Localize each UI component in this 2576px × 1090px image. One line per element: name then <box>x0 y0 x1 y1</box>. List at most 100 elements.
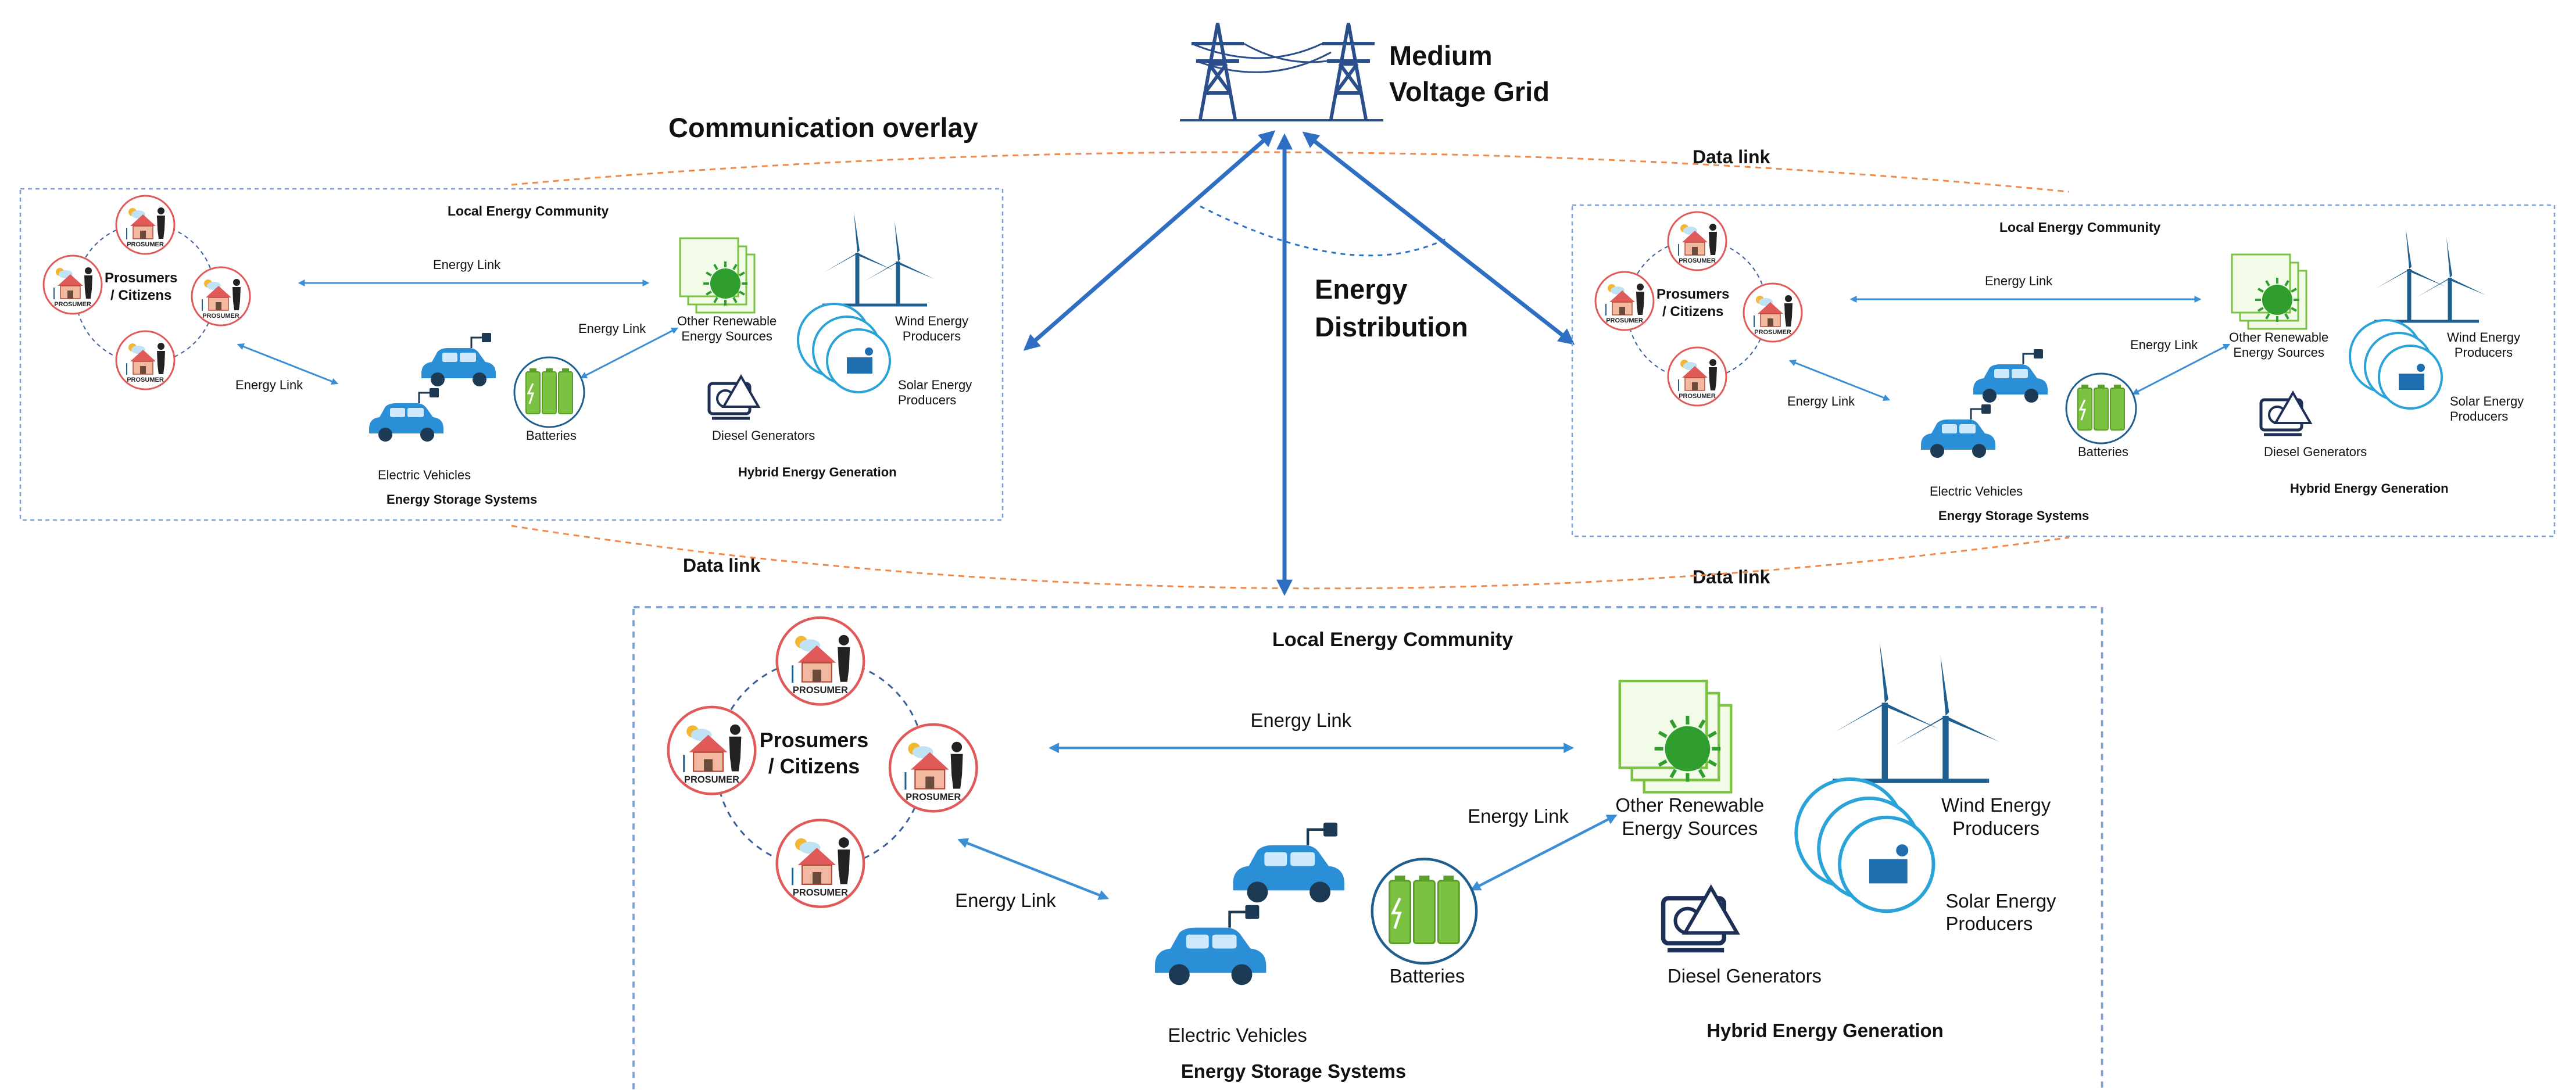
generator-icon <box>707 374 761 420</box>
other-renewable-label: Other Renewable Energy Sources <box>1615 794 1765 839</box>
energy-link-label-top: Energy Link <box>1985 274 2053 288</box>
community-3: PROSUMER PROSUMER PROSUMER PROSUMER <box>632 606 2103 1090</box>
batteries-label: Batteries <box>2078 444 2128 459</box>
hybrid-title: Hybrid Energy Generation <box>2290 481 2449 496</box>
community-border <box>19 188 1004 521</box>
electric-vehicles-label: Electric Vehicles <box>1930 484 2023 499</box>
wind-turbine-icon <box>2416 237 2486 321</box>
car-icon <box>421 333 496 386</box>
energy-link-arrow-left <box>957 838 1110 900</box>
other-renewable-label: Other Renewable Energy Sources <box>2229 330 2329 360</box>
community-title: Local Energy Community <box>1999 220 2161 235</box>
transmission-tower-icon <box>1180 23 1383 121</box>
prosumer-badge: PROSUMER <box>684 775 739 785</box>
electric-vehicles-label: Electric Vehicles <box>1168 1024 1307 1046</box>
energy-link-label-right: Energy Link <box>2130 338 2198 352</box>
prosumer-house-icon: PROSUMER <box>1594 271 1655 331</box>
electric-vehicles-label: Electric Vehicles <box>378 468 471 482</box>
energy-link-arrow-right <box>1470 814 1618 891</box>
prosumer-house-icon: PROSUMER <box>115 330 176 390</box>
prosumer-badge: PROSUMER <box>202 313 239 320</box>
wind-turbine-icon <box>864 221 934 305</box>
storage-title: Energy Storage Systems <box>1180 1060 1407 1082</box>
generator-icon <box>2259 390 2313 436</box>
battery-icon <box>1371 858 1478 965</box>
wind-turbine-icon <box>1834 641 1939 781</box>
energy-link-arrow-left <box>1788 359 1891 401</box>
other-renewable-label: Other Renewable Energy Sources <box>677 314 777 344</box>
prosumer-badge: PROSUMER <box>1606 317 1643 324</box>
energy-link-label-right: Energy Link <box>578 321 646 336</box>
energy-link-label-top: Energy Link <box>433 257 501 272</box>
car-icon <box>1233 822 1344 903</box>
community-border <box>1571 204 2556 537</box>
solar-label: Solar Energy Producers <box>898 378 972 408</box>
data-link-top-path <box>511 151 2070 193</box>
prosumer-house-icon: PROSUMER <box>667 705 757 795</box>
solar-panel-icon <box>1794 777 1935 913</box>
prosumer-badge: PROSUMER <box>127 377 164 383</box>
energy-link-label-left: Energy Link <box>1787 394 1855 408</box>
solar-panel-icon <box>2349 319 2443 410</box>
wind-label: Wind Energy Producers <box>2447 330 2520 360</box>
diesel-label: Diesel Generators <box>2264 444 2367 459</box>
car-icon <box>1973 349 2048 403</box>
community-title: Local Energy Community <box>1272 629 1514 651</box>
prosumers-label-line1: Prosumers <box>105 270 178 286</box>
sun-icon <box>679 237 756 314</box>
prosumer-badge: PROSUMER <box>54 301 91 308</box>
prosumer-house-icon: PROSUMER <box>191 266 251 327</box>
car-icon <box>1155 905 1266 985</box>
prosumer-house-icon: PROSUMER <box>1667 211 1727 271</box>
energy-link-arrow-right <box>2131 343 2231 395</box>
prosumer-badge: PROSUMER <box>1679 257 1716 264</box>
car-icon <box>1921 404 1995 458</box>
batteries-label: Batteries <box>526 428 577 443</box>
solar-label: Solar Energy Producers <box>2450 394 2524 424</box>
distribution-arrow-right <box>1302 131 1575 345</box>
energy-link-arrow-right <box>579 327 679 379</box>
prosumer-house-icon: PROSUMER <box>775 616 865 706</box>
energy-link-label-top: Energy Link <box>1250 709 1352 732</box>
prosumers-label-line2: / Citizens <box>768 755 860 779</box>
energy-link-arrow-left <box>237 343 339 385</box>
energy-link-label-left: Energy Link <box>235 378 303 392</box>
diesel-label: Diesel Generators <box>712 428 815 443</box>
storage-title: Energy Storage Systems <box>1938 508 2090 523</box>
solar-label: Solar Energy Producers <box>1945 890 2056 935</box>
prosumer-badge: PROSUMER <box>1754 329 1791 336</box>
prosumer-house-icon: PROSUMER <box>775 819 865 909</box>
prosumer-house-icon: PROSUMER <box>888 723 978 813</box>
prosumers-label-line1: Prosumers <box>759 729 869 752</box>
prosumer-badge: PROSUMER <box>906 792 961 802</box>
data-link-label-right: Data link <box>1693 566 1770 587</box>
overlay-label: Communication overlay <box>668 112 978 143</box>
prosumer-badge: PROSUMER <box>793 887 848 898</box>
distribution-arrow-left <box>1023 130 1276 351</box>
prosumer-house-icon: PROSUMER <box>115 195 176 255</box>
wind-label: Wind Energy Producers <box>1941 794 2051 839</box>
energy-link-label-right: Energy Link <box>1468 805 1569 827</box>
prosumer-badge: PROSUMER <box>127 241 164 248</box>
batteries-label: Batteries <box>1389 964 1465 987</box>
generator-icon <box>1661 884 1740 953</box>
community-1: PROSUMER PROSUMER PROSUMER PROSUMER <box>19 188 1004 521</box>
prosumer-house-icon: PROSUMER <box>1743 282 1803 343</box>
energy-link-label-left: Energy Link <box>955 889 1056 911</box>
sun-icon <box>1618 679 1733 794</box>
battery-icon <box>2065 372 2137 444</box>
battery-icon <box>513 356 585 428</box>
prosumers-label-line2: / Citizens <box>1662 304 1724 320</box>
grid-label-line1: Medium <box>1389 40 1493 71</box>
wind-turbine-icon <box>2375 228 2445 321</box>
wind-label: Wind Energy Producers <box>895 314 968 344</box>
sun-icon <box>2231 253 2307 330</box>
hybrid-title: Hybrid Energy Generation <box>1706 1020 1944 1042</box>
wind-turbine-icon <box>824 212 893 305</box>
wind-turbine-icon <box>1895 655 2000 781</box>
data-link-bottom-path <box>511 525 2070 590</box>
diesel-label: Diesel Generators <box>1668 964 1822 987</box>
prosumer-badge: PROSUMER <box>1679 393 1716 400</box>
prosumers-label-line2: / Citizens <box>110 288 172 303</box>
